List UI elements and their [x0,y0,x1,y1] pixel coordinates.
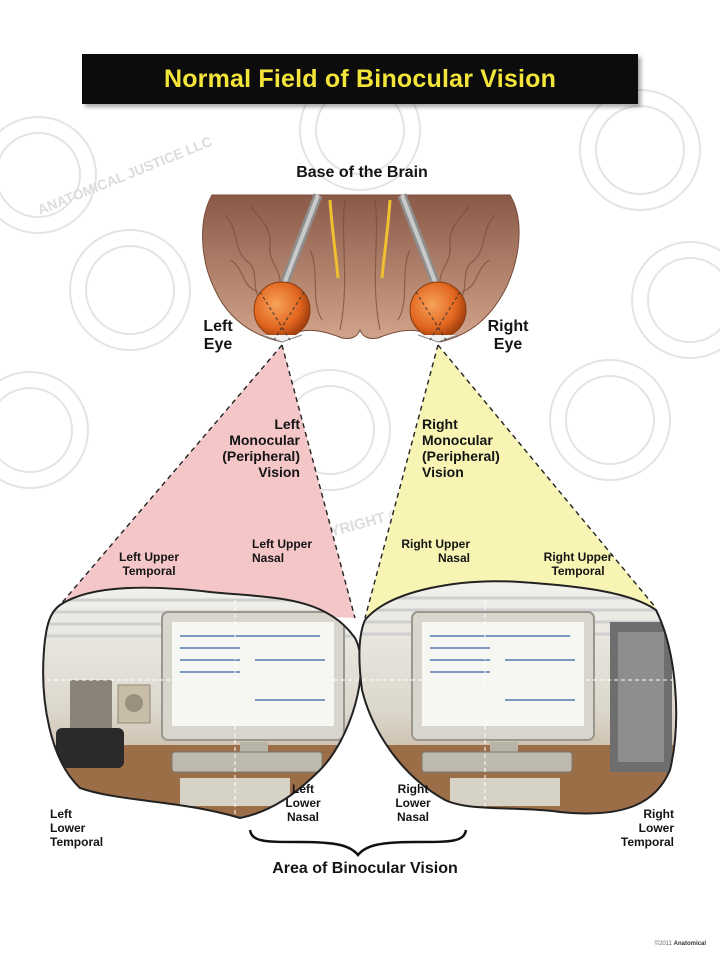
base-of-brain-illustration [202,193,520,343]
right-lower-temporal-label: Right Lower Temporal [620,807,674,849]
left-lower-nasal-label: Left Lower Nasal [285,782,321,824]
right-eyeball [409,281,467,343]
field-boundary-lines [59,344,657,619]
binocular-area-label: Area of Binocular Vision [272,860,458,877]
binocular-brace [248,829,468,857]
left-eye-view-outline [42,586,362,820]
title-bar: Normal Field of Binocular Vision [82,54,638,104]
left-lower-temporal-label: Left Lower Temporal [50,807,104,849]
left-monocular-label: Left Monocular (Peripheral) Vision [222,416,300,481]
right-eye-view [359,581,677,814]
diagram-title: Normal Field of Binocular Vision [163,64,557,93]
right-lower-nasal-label: Right Lower Nasal [395,782,431,824]
right-monocular-field [365,345,656,618]
right-eye-view-outline [358,580,678,815]
watermark-text-1: ANATOMICAL JUSTICE LLC [35,133,214,218]
base-of-brain-label: Base of the Brain [296,164,428,181]
copyright-footer: ©2011 Anatomical [654,941,706,947]
right-monocular-label: Right Monocular (Peripheral) Vision [422,416,500,481]
left-eyeball [253,281,311,343]
left-monocular-field [60,345,355,618]
